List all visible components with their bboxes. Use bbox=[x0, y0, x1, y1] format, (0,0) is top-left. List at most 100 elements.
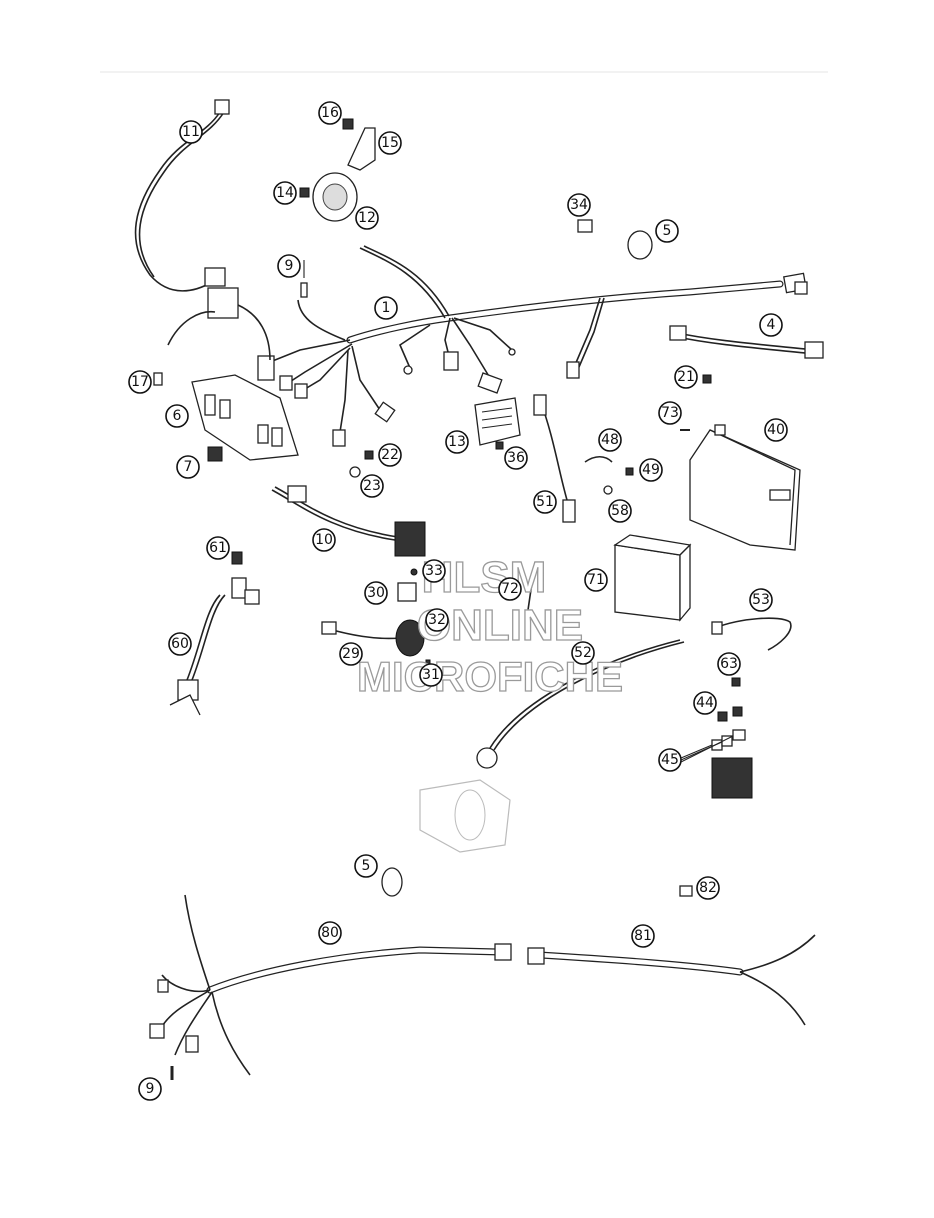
part-82-clip bbox=[679, 885, 693, 897]
part-60-coil bbox=[169, 577, 260, 716]
callout-45: 45 bbox=[658, 748, 682, 772]
callout-7: 7 bbox=[176, 455, 200, 479]
callout-80: 80 bbox=[318, 921, 342, 945]
callout-81: 81 bbox=[631, 924, 655, 948]
callout-58: 58 bbox=[608, 499, 632, 523]
part-16-bolt bbox=[342, 118, 354, 130]
callout-61: 61 bbox=[206, 536, 230, 560]
callout-5: 5 bbox=[655, 219, 679, 243]
svg-text:4: 4 bbox=[767, 317, 776, 333]
callout-63: 63 bbox=[717, 652, 741, 676]
callout-14: 14 bbox=[273, 181, 297, 205]
callout-16: 16 bbox=[318, 101, 342, 125]
svg-text:13: 13 bbox=[448, 434, 466, 450]
svg-text:9: 9 bbox=[285, 258, 294, 274]
callout-10: 10 bbox=[312, 528, 336, 552]
callout-48: 48 bbox=[598, 428, 622, 452]
callout-15: 15 bbox=[378, 131, 402, 155]
part-71-battery bbox=[613, 534, 692, 622]
svg-text:5: 5 bbox=[663, 223, 672, 239]
callout-5: 5 bbox=[354, 854, 378, 878]
svg-text:33: 33 bbox=[425, 563, 443, 579]
part-58-washer bbox=[603, 485, 613, 495]
svg-text:11: 11 bbox=[182, 124, 200, 140]
svg-text:63: 63 bbox=[720, 656, 738, 672]
svg-text:73: 73 bbox=[661, 405, 679, 421]
callout-23: 23 bbox=[360, 474, 384, 498]
callout-13: 13 bbox=[445, 430, 469, 454]
callout-4: 4 bbox=[759, 313, 783, 337]
callout-22: 22 bbox=[378, 443, 402, 467]
svg-text:32: 32 bbox=[428, 612, 446, 628]
svg-text:16: 16 bbox=[321, 105, 339, 121]
svg-text:17: 17 bbox=[131, 374, 149, 390]
callout-31: 31 bbox=[419, 663, 443, 687]
callout-82: 82 bbox=[696, 876, 720, 900]
svg-text:12: 12 bbox=[358, 210, 376, 226]
svg-text:48: 48 bbox=[601, 432, 619, 448]
part-7-clip bbox=[207, 446, 223, 462]
callout-21: 21 bbox=[674, 365, 698, 389]
part-12-horn bbox=[312, 172, 358, 222]
part-44-caps bbox=[717, 706, 743, 722]
relay-block bbox=[207, 287, 239, 319]
callout-11: 11 bbox=[179, 120, 203, 144]
callout-17: 17 bbox=[128, 370, 152, 394]
callout-40: 40 bbox=[764, 418, 788, 442]
svg-text:80: 80 bbox=[321, 925, 339, 941]
callout-30: 30 bbox=[364, 581, 388, 605]
callout-71: 71 bbox=[584, 568, 608, 592]
part-6-plate bbox=[191, 374, 299, 461]
svg-text:5: 5 bbox=[362, 858, 371, 874]
part-13-regulator bbox=[474, 397, 521, 446]
svg-text:49: 49 bbox=[642, 462, 660, 478]
callout-52: 52 bbox=[571, 641, 595, 665]
svg-text:14: 14 bbox=[276, 185, 294, 201]
part-1-main-harness bbox=[257, 245, 808, 447]
svg-text:1: 1 bbox=[382, 300, 391, 316]
svg-text:9: 9 bbox=[146, 1081, 155, 1097]
callout-60: 60 bbox=[168, 632, 192, 656]
part-52-cable bbox=[476, 639, 685, 769]
callout-12: 12 bbox=[355, 206, 379, 230]
part-15-bracket bbox=[347, 127, 376, 171]
callout-73: 73 bbox=[658, 401, 682, 425]
callout-44: 44 bbox=[693, 691, 717, 715]
callout-29: 29 bbox=[339, 642, 363, 666]
part-53-cable bbox=[711, 617, 792, 651]
svg-text:40: 40 bbox=[767, 422, 785, 438]
callout-9: 9 bbox=[138, 1077, 162, 1101]
watermark: HLSM ONLINE MICROFICHE bbox=[356, 552, 623, 700]
part-5-tie-upper bbox=[627, 230, 653, 260]
svg-text:22: 22 bbox=[381, 447, 399, 463]
relay-wire-b bbox=[237, 304, 271, 361]
svg-text:29: 29 bbox=[342, 646, 360, 662]
part-10-switch bbox=[271, 485, 426, 557]
svg-text:81: 81 bbox=[634, 928, 652, 944]
svg-text:31: 31 bbox=[422, 667, 440, 683]
svg-text:34: 34 bbox=[570, 197, 588, 213]
callout-6: 6 bbox=[165, 404, 189, 428]
callout-36: 36 bbox=[504, 446, 528, 470]
part-22-screw bbox=[364, 450, 374, 460]
callout-34: 34 bbox=[567, 193, 591, 217]
svg-text:72: 72 bbox=[501, 581, 519, 597]
part-5-tie-lower bbox=[381, 867, 403, 897]
callout-32: 32 bbox=[425, 608, 449, 632]
part-29-cable bbox=[321, 619, 425, 657]
svg-text:51: 51 bbox=[536, 494, 554, 510]
part-23-washer bbox=[349, 466, 361, 478]
part-40-battery-box bbox=[689, 424, 801, 551]
svg-text:44: 44 bbox=[696, 695, 714, 711]
part-45-relay bbox=[711, 729, 753, 799]
part-30-cover bbox=[397, 582, 417, 602]
relay-wire bbox=[167, 310, 216, 346]
part-72-strap bbox=[527, 561, 536, 611]
part-61-cap bbox=[231, 551, 243, 565]
part-81-harness bbox=[527, 934, 816, 1026]
part-63-screw bbox=[731, 677, 741, 687]
svg-text:36: 36 bbox=[507, 450, 525, 466]
part-51-sensor bbox=[533, 394, 576, 523]
part-4-cable bbox=[669, 325, 824, 359]
